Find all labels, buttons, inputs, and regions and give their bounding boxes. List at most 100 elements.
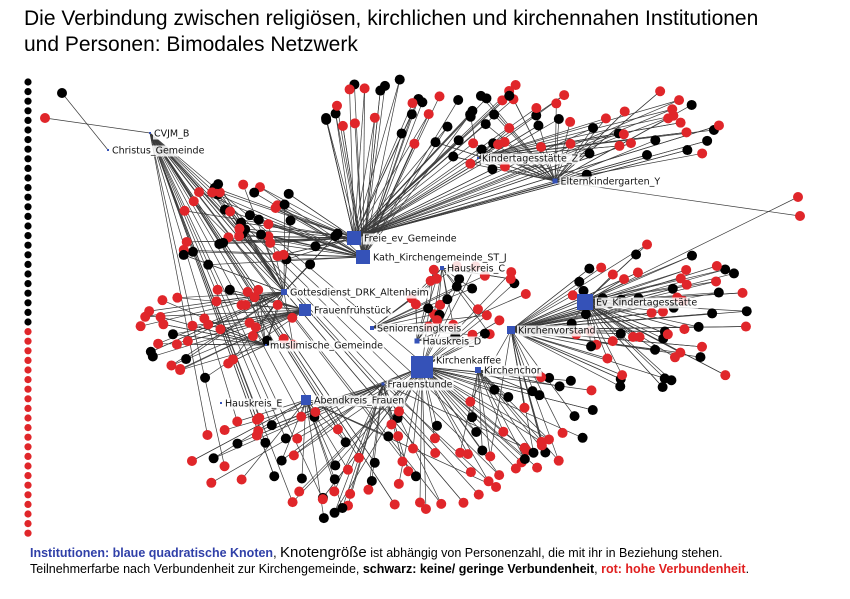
person-node[interactable] (675, 273, 686, 284)
person-node[interactable] (565, 138, 576, 149)
person-node[interactable] (737, 287, 748, 298)
person-node[interactable] (393, 478, 404, 489)
person-node[interactable] (477, 445, 488, 456)
person-node[interactable] (504, 123, 515, 134)
person-node[interactable] (554, 381, 565, 392)
isolated-person-node[interactable] (24, 184, 32, 192)
person-node[interactable] (483, 476, 494, 487)
person-node[interactable] (225, 206, 236, 217)
person-node[interactable] (232, 416, 243, 427)
person-node[interactable] (479, 328, 490, 339)
person-node[interactable] (349, 118, 360, 129)
isolated-person-node[interactable] (24, 251, 32, 259)
person-node[interactable] (203, 259, 214, 270)
person-node[interactable] (414, 497, 425, 508)
person-node[interactable] (279, 199, 290, 210)
person-node[interactable] (476, 144, 487, 155)
isolated-person-node[interactable] (24, 222, 32, 230)
person-node[interactable] (657, 382, 668, 393)
isolated-person-node[interactable] (24, 164, 32, 172)
person-node[interactable] (528, 447, 539, 458)
person-node[interactable] (682, 145, 693, 156)
isolated-person-node[interactable] (24, 174, 32, 182)
person-node[interactable] (674, 95, 685, 106)
isolated-person-node[interactable] (24, 241, 32, 249)
person-node[interactable] (329, 486, 340, 497)
person-node[interactable] (337, 120, 348, 131)
person-node[interactable] (720, 370, 731, 381)
institution-node[interactable] (265, 344, 267, 346)
person-node[interactable] (795, 211, 805, 221)
person-node[interactable] (557, 427, 568, 438)
person-node[interactable] (619, 106, 630, 117)
person-node[interactable] (607, 336, 618, 347)
person-node[interactable] (465, 158, 476, 169)
person-node[interactable] (607, 269, 618, 280)
person-node[interactable] (713, 120, 724, 131)
person-node[interactable] (436, 498, 447, 509)
person-node[interactable] (234, 223, 245, 234)
isolated-person-node[interactable] (24, 289, 32, 297)
person-node[interactable] (650, 135, 661, 146)
person-node[interactable] (544, 372, 555, 383)
person-node[interactable] (615, 328, 626, 339)
person-node[interactable] (359, 83, 370, 94)
person-node[interactable] (588, 122, 599, 133)
isolated-person-node[interactable] (24, 145, 32, 153)
isolated-person-node[interactable] (24, 452, 32, 460)
person-node[interactable] (238, 179, 249, 190)
person-node[interactable] (425, 275, 436, 286)
person-node[interactable] (211, 296, 222, 307)
person-node[interactable] (669, 352, 680, 363)
person-node[interactable] (363, 484, 374, 495)
person-node[interactable] (453, 94, 464, 105)
person-node[interactable] (269, 471, 280, 482)
person-node[interactable] (686, 250, 697, 261)
person-node[interactable] (330, 460, 341, 471)
person-node[interactable] (657, 306, 668, 317)
person-node[interactable] (188, 196, 199, 207)
person-node[interactable] (586, 341, 597, 352)
isolated-person-node[interactable] (24, 520, 32, 528)
person-node[interactable] (187, 320, 198, 331)
person-node[interactable] (253, 425, 264, 436)
person-node[interactable] (532, 462, 543, 473)
person-node[interactable] (472, 304, 483, 315)
person-node[interactable] (366, 476, 377, 487)
person-node[interactable] (618, 129, 629, 140)
person-node[interactable] (489, 109, 500, 120)
person-node[interactable] (505, 273, 516, 284)
isolated-person-node[interactable] (24, 462, 32, 470)
person-node[interactable] (256, 229, 267, 240)
person-node[interactable] (565, 375, 576, 386)
institution-node[interactable] (552, 178, 558, 184)
isolated-person-node[interactable] (24, 155, 32, 163)
person-node[interactable] (172, 292, 183, 303)
isolated-person-node[interactable] (24, 308, 32, 316)
isolated-person-node[interactable] (24, 356, 32, 364)
person-node[interactable] (567, 290, 578, 301)
isolated-person-node[interactable] (24, 232, 32, 240)
person-node[interactable] (200, 372, 211, 383)
isolated-person-node[interactable] (24, 366, 32, 374)
person-node[interactable] (332, 424, 343, 435)
person-node[interactable] (283, 188, 294, 199)
person-node[interactable] (305, 259, 316, 270)
isolated-person-node[interactable] (24, 116, 32, 124)
person-node[interactable] (389, 499, 400, 510)
isolated-person-node[interactable] (24, 529, 32, 537)
person-node[interactable] (157, 295, 168, 306)
person-node[interactable] (242, 286, 253, 297)
institution-node[interactable] (577, 294, 593, 310)
institution-node[interactable] (411, 356, 433, 378)
person-node[interactable] (329, 474, 340, 485)
person-node[interactable] (423, 109, 434, 120)
person-node[interactable] (285, 215, 296, 226)
person-node[interactable] (510, 80, 521, 91)
isolated-person-node[interactable] (24, 193, 32, 201)
isolated-person-node[interactable] (24, 328, 32, 336)
person-node[interactable] (448, 151, 459, 162)
person-node[interactable] (167, 329, 178, 340)
person-node[interactable] (467, 105, 478, 116)
person-node[interactable] (318, 513, 329, 524)
